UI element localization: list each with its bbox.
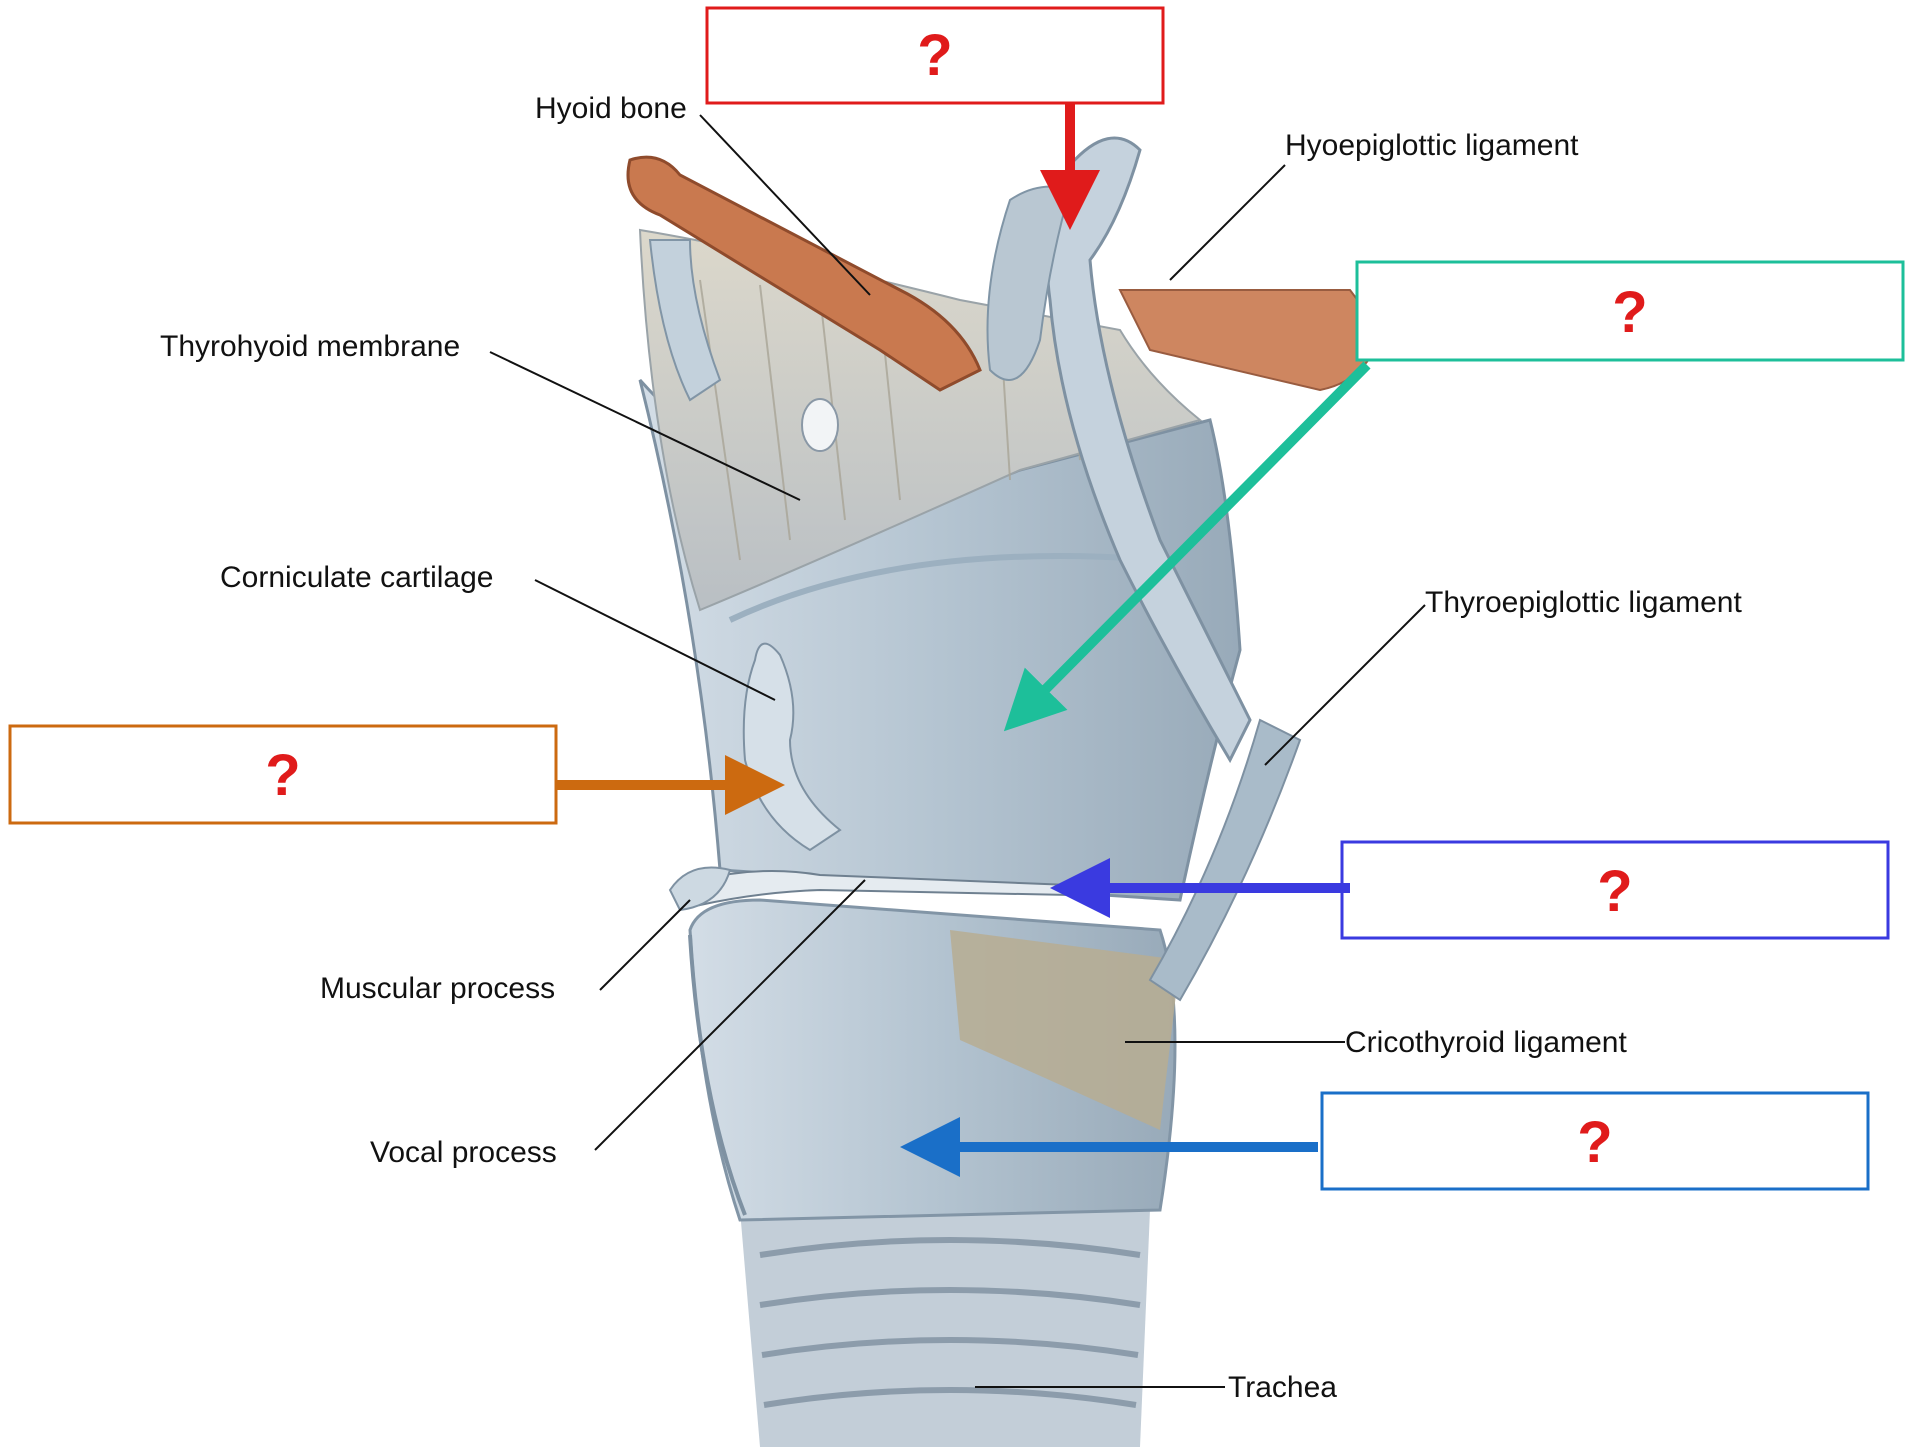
label-muscular-process: Muscular process <box>320 972 555 1005</box>
quiz-box-upper-right-text: ? <box>1612 280 1647 345</box>
quiz-box-lower-right-text: ? <box>1577 1110 1612 1175</box>
quiz-box-middle-right[interactable]: ? <box>1342 842 1888 938</box>
label-thyroepiglottic-ligament: Thyroepiglottic ligament <box>1425 586 1742 619</box>
label-thyrohyoid-membrane: Thyrohyoid membrane <box>160 330 460 363</box>
quiz-box-top-text: ? <box>917 23 952 88</box>
leader-muscular <box>600 900 690 990</box>
label-corniculate-cartilage: Corniculate cartilage <box>220 561 493 594</box>
quiz-box-left-text: ? <box>265 743 300 808</box>
quiz-box-left[interactable]: ? <box>10 726 556 823</box>
leader-hyoepiglottic <box>1170 165 1285 280</box>
quiz-box-upper-right[interactable]: ? <box>1357 262 1903 360</box>
leader-thyroepiglottic <box>1265 605 1425 765</box>
larynx-illustration <box>628 138 1380 1447</box>
label-cricothyroid-ligament: Cricothyroid ligament <box>1345 1026 1627 1059</box>
quiz-box-top[interactable]: ? <box>707 8 1163 103</box>
label-trachea: Trachea <box>1228 1371 1337 1404</box>
label-vocal-process: Vocal process <box>370 1136 557 1169</box>
label-hyoid-bone: Hyoid bone <box>535 92 687 125</box>
label-hyoepiglottic-ligament: Hyoepiglottic ligament <box>1285 129 1579 162</box>
quiz-box-lower-right[interactable]: ? <box>1322 1093 1868 1189</box>
foramen <box>802 399 838 451</box>
quiz-box-middle-right-text: ? <box>1597 859 1632 924</box>
